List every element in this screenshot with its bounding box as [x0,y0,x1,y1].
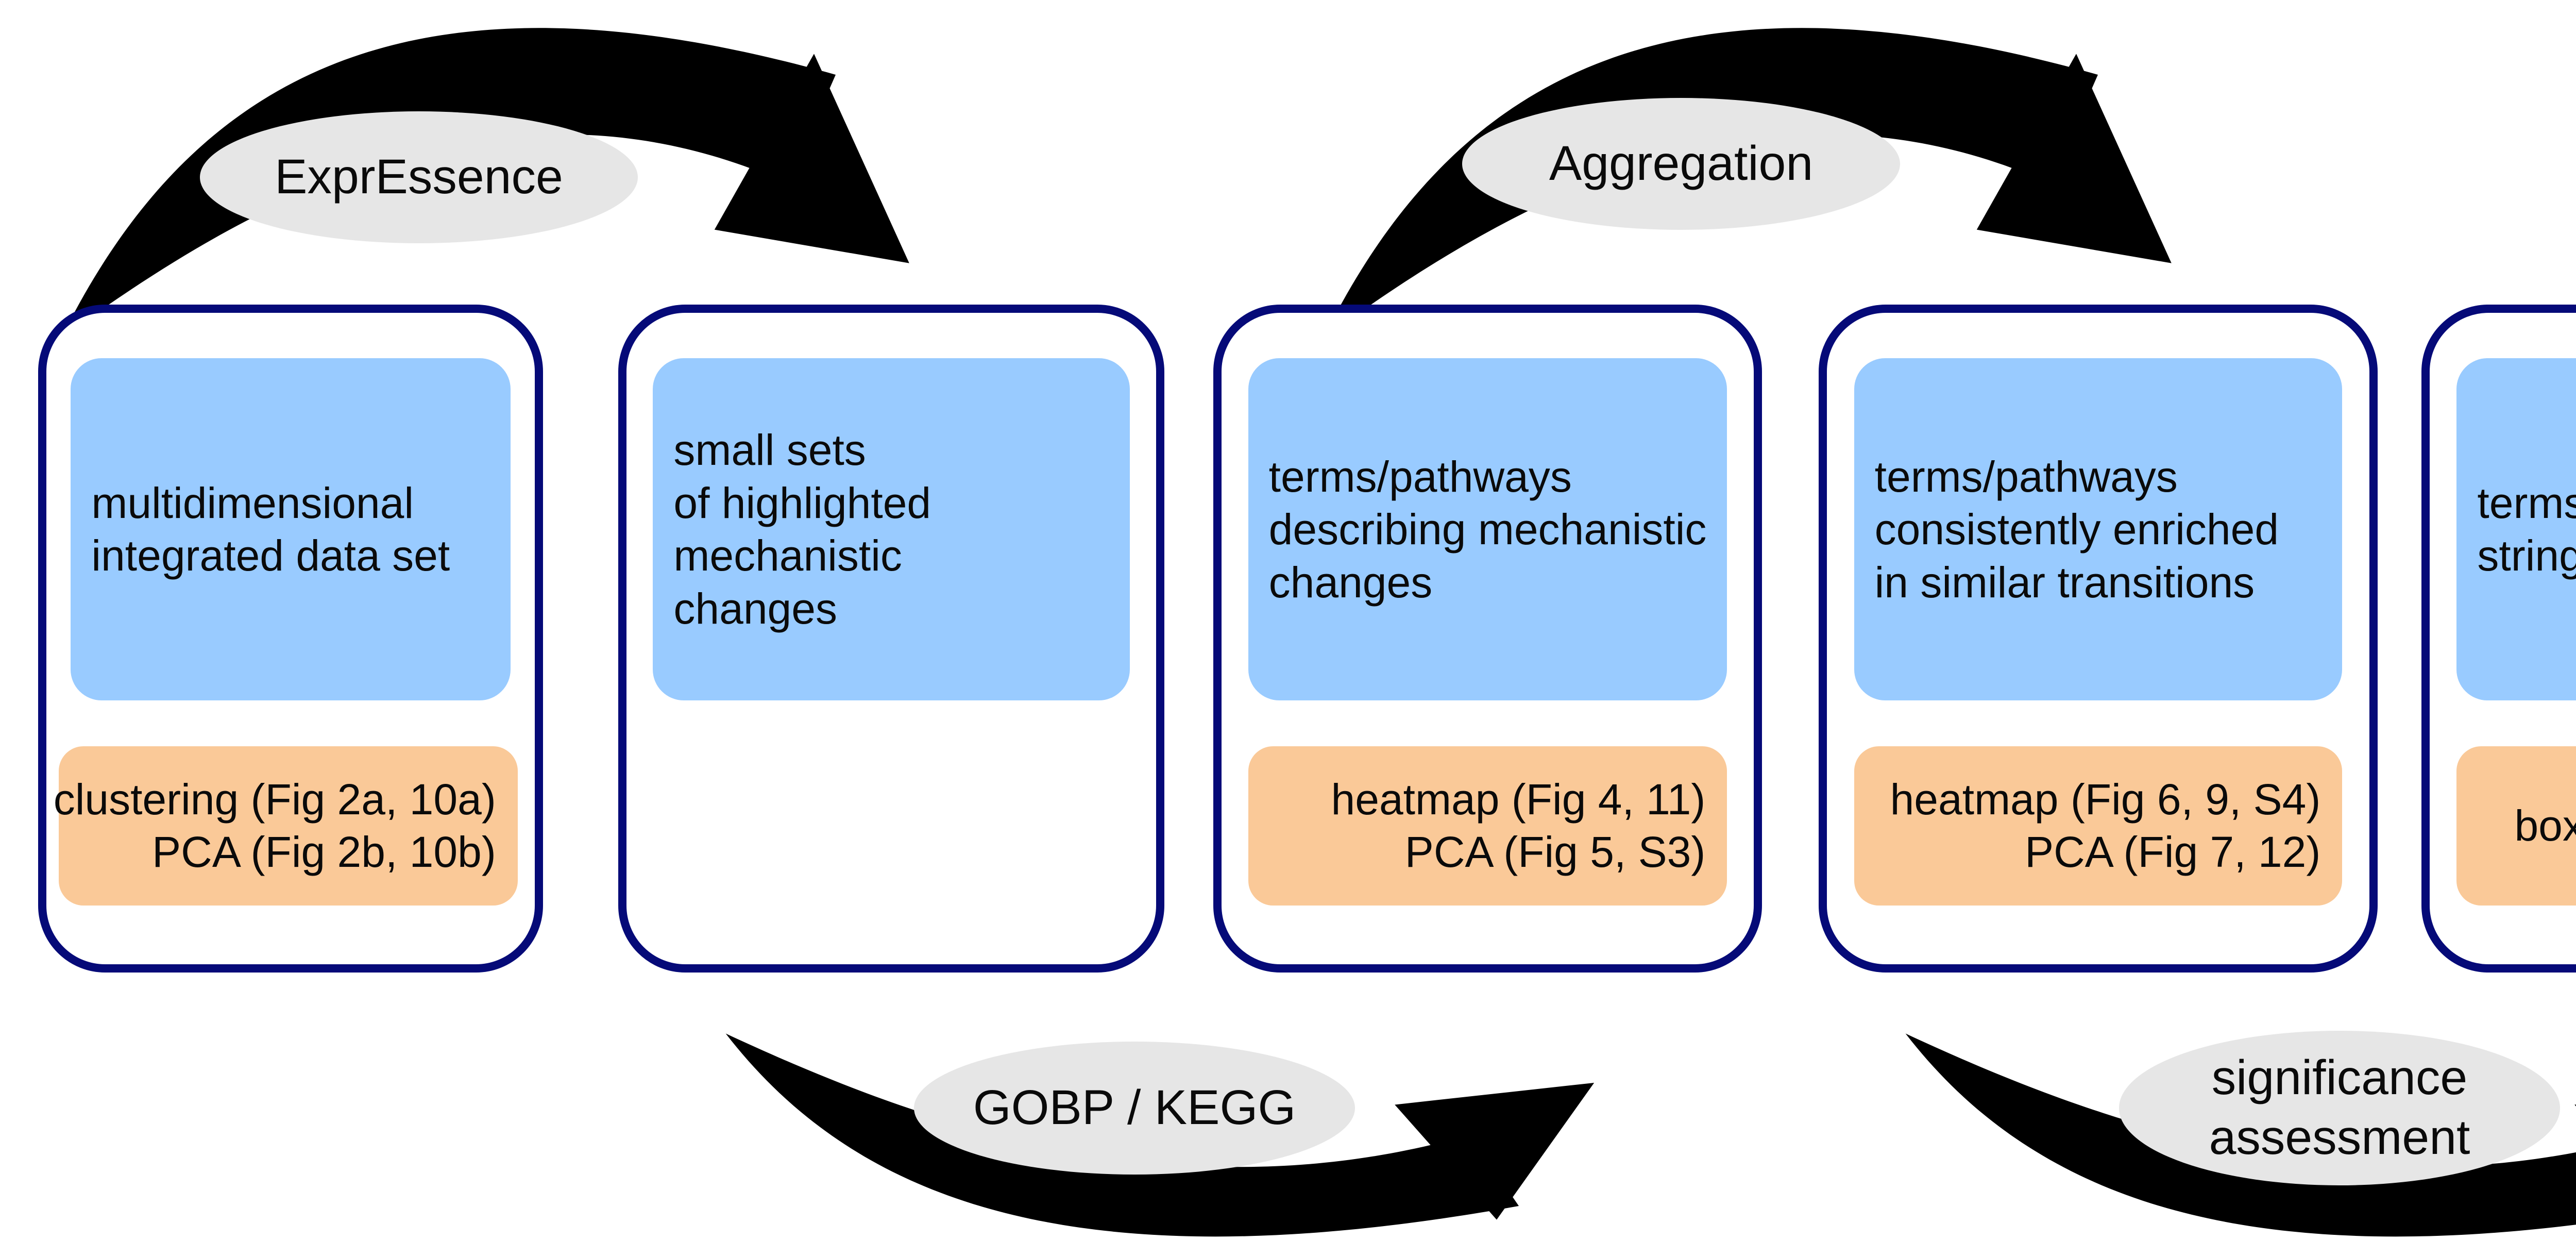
stage-5-data-box: terms with most stringent evidence [2456,358,2576,701]
stage-4-data-box: terms/pathways consistently enriched in … [1854,358,2343,701]
step-label-significance: significance assessment [2209,1050,2470,1165]
stage-3-figures-text: heatmap (Fig 4, 11) PCA (Fig 5, S3) [1331,775,1706,877]
stage-1-figures-box: clustering (Fig 2a, 10a) PCA (Fig 2b, 10… [54,746,518,906]
stage-box-5: terms with most stringent evidence boxpl… [2421,305,2576,973]
stage-5-data-text: terms with most stringent evidence [2477,478,2576,580]
step-label-aggregation: Aggregation [1549,136,1814,191]
stage-box-1: multidimensional integrated data set clu… [38,305,543,973]
step-label-gobp-kegg: GOBP / KEGG [973,1080,1296,1135]
stage-3-data-text: terms/pathways describing mechanistic ch… [1268,452,1707,607]
stage-2-data-box: small sets of highlighted mechanistic ch… [653,358,1130,701]
step-ellipse-aggregation: Aggregation [1462,98,1900,230]
stage-4-figures-text: heatmap (Fig 6, 9, S4) PCA (Fig 7, 12) [1890,775,2321,877]
stage-5-figures-box: boxplots (Fig 8, 13) [2456,746,2576,906]
stage-3-data-box: terms/pathways describing mechanistic ch… [1248,358,1727,701]
stage-1-data-text: multidimensional integrated data set [91,478,450,580]
stage-1-figures-text: clustering (Fig 2a, 10a) PCA (Fig 2b, 10… [53,775,496,877]
stage-box-4: terms/pathways consistently enriched in … [1819,305,2378,973]
stage-1-data-box: multidimensional integrated data set [71,358,511,701]
stage-2-data-text: small sets of highlighted mechanistic ch… [673,426,931,633]
stage-3-figures-box: heatmap (Fig 4, 11) PCA (Fig 5, S3) [1248,746,1727,906]
step-ellipse-significance: significance assessment [2119,1031,2560,1185]
stage-box-2: small sets of highlighted mechanistic ch… [618,305,1164,973]
step-ellipse-gobp-kegg: GOBP / KEGG [914,1042,1355,1175]
stage-4-figures-box: heatmap (Fig 6, 9, S4) PCA (Fig 7, 12) [1854,746,2343,906]
stage-5-figures-text: boxplots (Fig 8, 13) [2514,801,2576,850]
stage-4-data-text: terms/pathways consistently enriched in … [1874,452,2279,607]
stage-box-3: terms/pathways describing mechanistic ch… [1213,305,1762,973]
step-label-expressence: ExprEssence [275,149,563,205]
step-ellipse-expressence: ExprEssence [200,111,638,243]
